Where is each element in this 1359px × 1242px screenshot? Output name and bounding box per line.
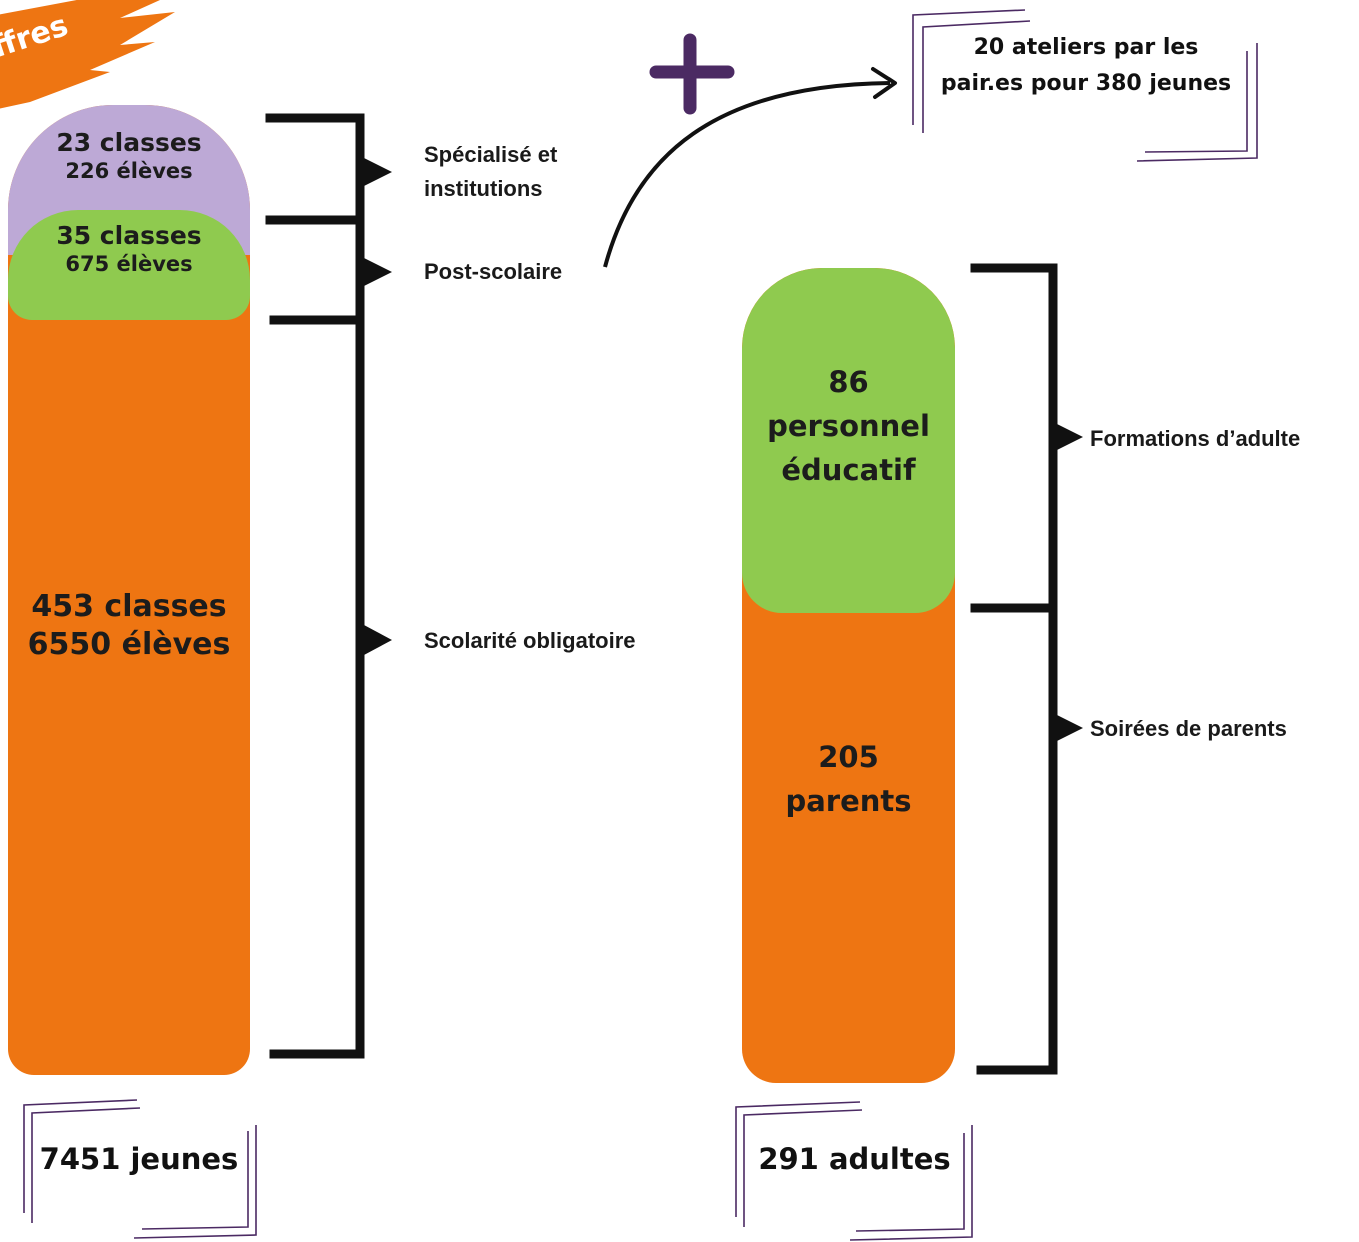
left-stacked-bar (8, 105, 250, 1075)
right-seg1-label: 86 personnel éducatif (742, 360, 955, 492)
right-seg2-number: 205 (818, 740, 879, 774)
left-seg3-eleves: 6550 élèves (27, 627, 231, 662)
label-soirees-parents: Soirées de parents (1090, 716, 1287, 741)
left-seg1-classes: 23 classes (56, 128, 202, 157)
pointer-specialise (364, 158, 392, 186)
left-seg2-label: 35 classes 675 élèves (8, 221, 250, 277)
label-post-scolaire: Post-scolaire (424, 259, 563, 284)
note-text: 20 ateliers par les pair.es pour 380 jeu… (940, 35, 1232, 96)
right-seg1-word1: personnel (767, 409, 930, 443)
left-seg1-label: 23 classes 226 élèves (8, 128, 250, 184)
pointer-post-scolaire (364, 258, 392, 286)
left-seg1-eleves: 226 élèves (65, 159, 193, 183)
pointer-formations (1057, 424, 1083, 450)
right-bracket (970, 263, 1083, 1075)
banner-brush-shape (0, 0, 175, 109)
note-frame (912, 9, 1258, 162)
right-total-text: 291 adultes (758, 1142, 951, 1176)
right-seg2-label: 205 parents (742, 735, 955, 823)
bar-segment-formations (742, 268, 955, 613)
left-seg3-label: 453 classes 6550 élèves (8, 588, 250, 664)
curved-arrow (603, 67, 897, 268)
left-seg2-eleves: 675 élèves (65, 252, 193, 276)
left-bracket (265, 113, 392, 1059)
left-total-text: 7451 jeunes (39, 1142, 239, 1176)
label-specialise: Spécialisé et institutions (424, 142, 558, 201)
left-seg3-classes: 453 classes (31, 589, 227, 624)
plus-icon (649, 33, 735, 115)
right-seg2-word: parents (785, 784, 912, 818)
bar-segment-post-scolaire (8, 210, 250, 320)
pointer-soirees (1057, 715, 1083, 741)
right-total-frame (735, 1101, 973, 1241)
right-seg1-number: 86 (828, 365, 869, 399)
pointer-obligatoire (364, 625, 392, 655)
left-seg2-classes: 35 classes (56, 221, 202, 250)
label-scolarite-obligatoire: Scolarité obligatoire (424, 628, 636, 653)
right-seg1-word2: éducatif (781, 453, 916, 487)
left-total-frame (23, 1099, 257, 1239)
label-formations-adulte: Formations d’adulte (1090, 426, 1301, 451)
right-stacked-bar (742, 268, 955, 1083)
